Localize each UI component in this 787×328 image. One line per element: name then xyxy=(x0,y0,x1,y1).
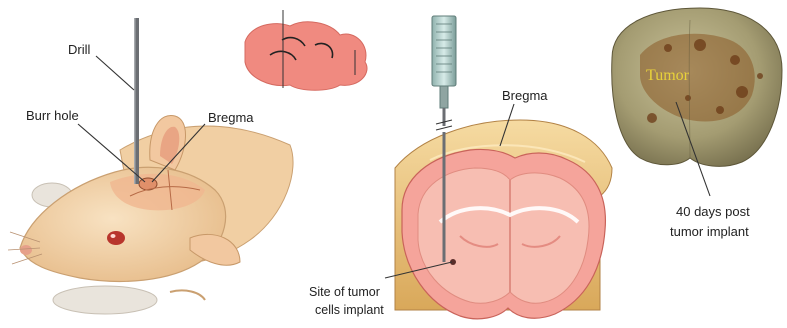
brain-sagittal-inset xyxy=(245,10,367,90)
label-bregma-right: Bregma xyxy=(502,88,548,103)
label-site-line1: Site of tumor xyxy=(309,285,380,299)
rat-illustration xyxy=(8,115,293,314)
drill-needle-icon xyxy=(134,18,139,184)
label-bregma-left: Bregma xyxy=(208,110,254,125)
label-burr-hole: Burr hole xyxy=(26,108,79,123)
label-days-line2: tumor implant xyxy=(670,224,749,239)
label-drill: Drill xyxy=(68,42,90,57)
coronal-brain-illustration xyxy=(395,120,612,319)
label-tumor: Tumor xyxy=(646,67,690,84)
label-site-line2: cells implant xyxy=(315,303,384,317)
label-days-line1: 40 days post xyxy=(676,204,750,219)
brain-section-photo xyxy=(612,8,782,166)
